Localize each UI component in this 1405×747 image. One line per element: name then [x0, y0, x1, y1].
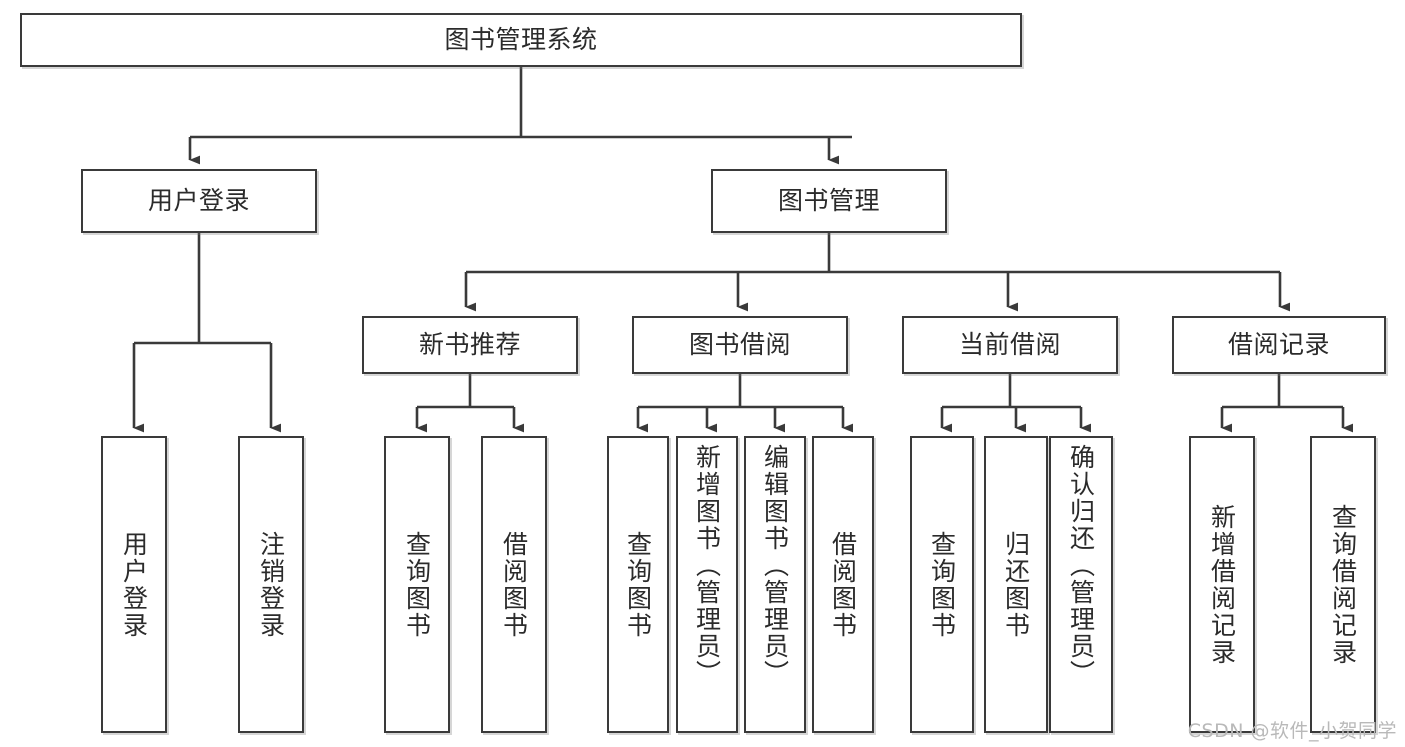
node-leaf-logout-login[interactable]: 注销登录	[238, 436, 304, 733]
node-leaf-user-login-label: 用户登录	[119, 530, 149, 639]
node-book-manage-label: 图书管理	[777, 186, 880, 215]
node-leaf-query-book-cur-label: 查询图书	[927, 530, 957, 639]
node-leaf-query-book-rec[interactable]: 查询图书	[384, 436, 450, 733]
node-leaf-query-book-bor[interactable]: 查询图书	[607, 436, 669, 733]
node-leaf-return-book[interactable]: 归还图书	[984, 436, 1048, 733]
node-leaf-add-borrow-rec-label: 新增借阅记录	[1207, 503, 1237, 666]
node-leaf-confirm-return[interactable]: 确认归还（管理员）	[1049, 436, 1113, 733]
node-leaf-edit-book-label: 编辑图书（管理员）	[760, 444, 790, 687]
node-current-borrow-label: 当前借阅	[958, 330, 1061, 359]
node-leaf-borrow-book-rec-label: 借阅图书	[499, 530, 529, 639]
watermark: CSDN @软件_小贺同学	[1187, 720, 1397, 742]
node-book-borrow-label: 图书借阅	[688, 330, 791, 359]
node-new-book-rec[interactable]: 新书推荐	[362, 316, 578, 374]
node-leaf-borrow-book-rec[interactable]: 借阅图书	[481, 436, 547, 733]
node-leaf-query-book-cur[interactable]: 查询图书	[910, 436, 974, 733]
node-borrow-record-label: 借阅记录	[1227, 330, 1330, 359]
node-book-manage[interactable]: 图书管理	[711, 169, 947, 233]
node-leaf-user-login[interactable]: 用户登录	[101, 436, 167, 733]
node-leaf-borrow-book-bor[interactable]: 借阅图书	[812, 436, 874, 733]
node-user-login-label: 用户登录	[147, 186, 250, 215]
node-leaf-add-borrow-rec[interactable]: 新增借阅记录	[1189, 436, 1255, 733]
node-leaf-return-book-label: 归还图书	[1001, 530, 1031, 639]
node-leaf-add-book-label: 新增图书（管理员）	[692, 444, 722, 687]
node-root[interactable]: 图书管理系统	[20, 13, 1022, 67]
node-leaf-edit-book[interactable]: 编辑图书（管理员）	[744, 436, 806, 733]
node-leaf-logout-login-label: 注销登录	[256, 530, 286, 639]
node-borrow-record[interactable]: 借阅记录	[1172, 316, 1386, 374]
node-leaf-confirm-return-label: 确认归还（管理员）	[1066, 444, 1096, 687]
node-leaf-query-book-bor-label: 查询图书	[623, 530, 653, 639]
node-leaf-add-book[interactable]: 新增图书（管理员）	[676, 436, 738, 733]
node-user-login[interactable]: 用户登录	[81, 169, 317, 233]
node-root-label: 图书管理系统	[444, 25, 598, 54]
node-leaf-borrow-book-bor-label: 借阅图书	[828, 530, 858, 639]
node-new-book-rec-label: 新书推荐	[418, 330, 521, 359]
node-leaf-query-borrow-rec-label: 查询借阅记录	[1328, 503, 1358, 666]
node-book-borrow[interactable]: 图书借阅	[632, 316, 848, 374]
node-leaf-query-borrow-rec[interactable]: 查询借阅记录	[1310, 436, 1376, 733]
node-current-borrow[interactable]: 当前借阅	[902, 316, 1118, 374]
node-leaf-query-book-rec-label: 查询图书	[402, 530, 432, 639]
